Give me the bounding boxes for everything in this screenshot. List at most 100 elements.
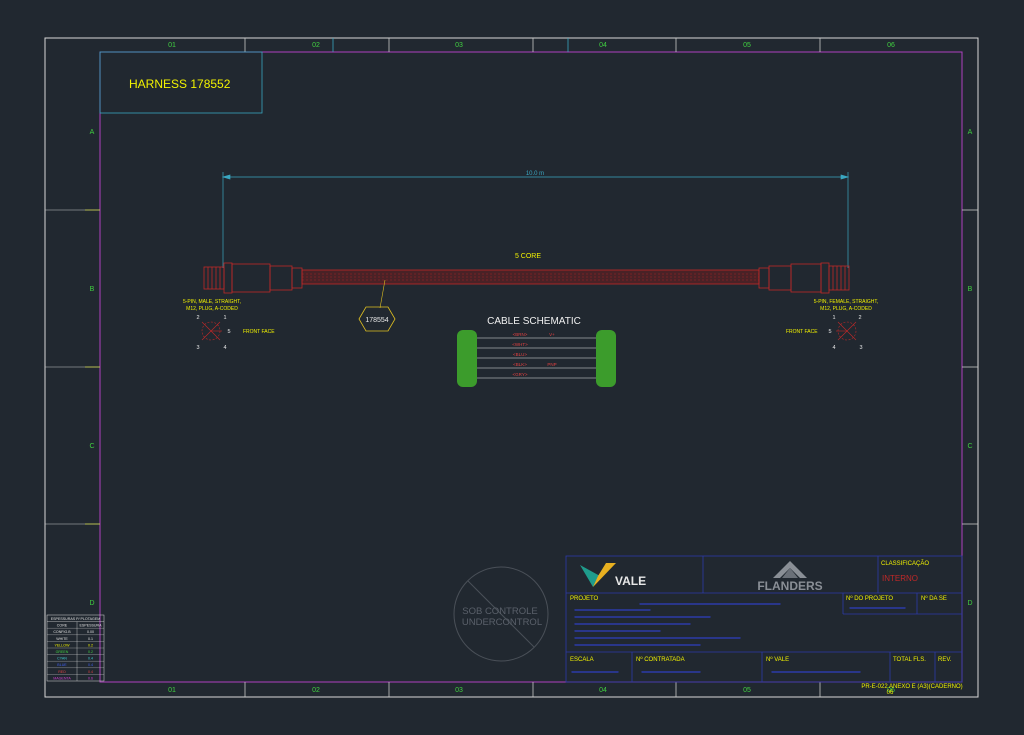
wire-color-label: <BRN> — [513, 332, 528, 337]
harness-title: HARNESS 178552 — [129, 77, 231, 91]
grid-col-label-bottom: 01 — [168, 687, 176, 694]
n-projeto-label: Nº DO PROJETO — [846, 595, 893, 602]
grid-col-label-top: 02 — [312, 42, 320, 49]
left-connector-spec: M12, PLUG, A-CODED — [186, 306, 238, 312]
pen-table-cell: 0.4 — [88, 657, 93, 661]
rev-label: REV. — [938, 657, 952, 663]
pen-table-cell: RED — [58, 670, 66, 674]
pen-table-cell: 0.2 — [88, 643, 93, 647]
pen-table-cell: 0.00 — [87, 630, 94, 634]
harness-title-box — [99, 51, 263, 114]
flanders-logo-icon — [773, 561, 807, 578]
pen-table-cell: WHITE — [56, 637, 68, 641]
left-front-face-label: FRONT FACE — [243, 329, 275, 335]
right-connector-spec: M12, PLUG, A-CODED — [820, 306, 872, 312]
pen-table-cell: CONFIG.B — [53, 630, 71, 634]
pen-thickness-table: ESPESSURAS P/ PLOTAGEM CORE ESPESSURA CONFI… — [46, 614, 105, 682]
title-block — [565, 555, 963, 683]
pen-table-cell: GREEN — [56, 650, 69, 654]
right-front-face-drawing — [836, 321, 857, 341]
n-contratada-label: Nº CONTRATADA — [636, 656, 685, 663]
pen-table-cell: 0.2 — [88, 650, 93, 654]
classificacao-label: CLASSIFICAÇÃO — [881, 560, 929, 567]
grid-col-label-top: 03 — [455, 42, 463, 49]
grid-col-label-bottom: 02 — [312, 687, 320, 694]
pen-table-cell: CYAN — [57, 657, 67, 661]
wire-signal-label: V+ — [549, 332, 555, 337]
schematic-left-connector — [457, 330, 477, 387]
pen-table-header: CORE — [57, 624, 68, 628]
control-stamp — [453, 566, 549, 662]
right-front-face-label: FRONT FACE — [786, 329, 818, 335]
classificacao-value: INTERNO — [882, 574, 918, 583]
grid-col-label-top: 06 — [887, 42, 895, 49]
n-vale-label: Nº VALE — [766, 656, 789, 663]
right-pin-label: 2 — [858, 315, 861, 321]
grid-col-label-bottom: 06 — [887, 687, 895, 694]
wire-signal-label: PNP — [547, 362, 556, 367]
right-pin-label: 1 — [832, 315, 835, 321]
client-logo-text: VALE — [615, 574, 646, 588]
left-front-face-drawing — [201, 321, 222, 341]
left-pin-label: 3 — [196, 345, 199, 351]
pen-table-header: ESPESSURA — [80, 624, 103, 628]
core-count-label: 5 CORE — [515, 253, 541, 260]
grid-row-label-left: B — [90, 286, 95, 293]
wire-color-label: <BLU> — [513, 352, 527, 357]
pen-table-cell: 0.4 — [88, 663, 93, 667]
grid-col-label-top: 04 — [599, 42, 607, 49]
left-connector-spec: 5-PIN, MALE, STRAIGHT, — [183, 299, 241, 305]
schematic-right-connector — [596, 330, 616, 387]
grid-col-label-bottom: 03 — [455, 687, 463, 694]
pen-table-cell: 0.4 — [88, 670, 93, 674]
total-fls-label: TOTAL FLS. — [893, 657, 926, 663]
wire-color-label: <BLK> — [513, 362, 527, 367]
wire-color-label: <WHT> — [512, 342, 528, 347]
cable-tag-hexagon — [358, 306, 396, 332]
left-pin-label: 2 — [196, 315, 199, 321]
stamp-line2: UNDERCONTROL — [462, 617, 542, 628]
grid-row-label-right: C — [967, 443, 972, 450]
grid-col-label-bottom: 04 — [599, 687, 607, 694]
left-pin-label: 1 — [223, 315, 226, 321]
grid-row-label-right: A — [968, 129, 973, 136]
cable-tag-label: 178554 — [365, 317, 388, 324]
pen-table-title: ESPESSURAS P/ PLOTAGEM — [51, 617, 100, 621]
contractor-logo-text: FLANDERS — [757, 579, 822, 593]
right-connector-spec: 5-PIN, FEMALE, STRAIGHT, — [814, 299, 878, 305]
cable-length-label: 10.0 m — [526, 171, 544, 177]
grid-row-label-left: C — [89, 443, 94, 450]
right-connector-drawing — [758, 262, 850, 294]
left-connector-drawing — [203, 262, 303, 294]
cable-length-dimension — [221, 172, 850, 268]
grid-col-label-bottom: 05 — [743, 687, 751, 694]
cable-tag-leader — [379, 279, 386, 309]
form-ref-line2: 06 — [887, 690, 894, 696]
schematic-wires: <BRN> V+ <WHT> <BLU> <BLK> PNP <GRY> — [477, 332, 596, 379]
right-pin-label: 4 — [832, 345, 835, 351]
wire-color-label: <GRY> — [513, 372, 528, 377]
cable-drawing — [301, 269, 760, 285]
left-pin-label: 4 — [223, 345, 226, 351]
pen-table-cell: 0.1 — [88, 637, 93, 641]
outer-frame — [44, 37, 979, 698]
title-block-fill-lines — [571, 603, 906, 673]
pen-table-cell: 0.6 — [88, 676, 93, 680]
grid-row-label-left: D — [89, 600, 94, 607]
right-pin-label: 5 — [828, 329, 831, 335]
stamp-line1: SOB CONTROLE — [462, 606, 538, 617]
right-pin-label: 3 — [859, 345, 862, 351]
grid-col-label-top: 01 — [168, 42, 176, 49]
pen-table-cell: BLUE — [57, 663, 67, 667]
grid-row-label-right: D — [967, 600, 972, 607]
grid-col-label-top: 05 — [743, 42, 751, 49]
inner-frame — [99, 51, 963, 683]
n-se-label: Nº DA SE — [921, 595, 947, 602]
schematic-title: CABLE SCHEMATIC — [487, 316, 581, 327]
projeto-label: PROJETO — [570, 596, 599, 602]
pen-table-cell: MAGENTA — [53, 676, 71, 680]
grid-row-label-right: B — [968, 286, 973, 293]
vale-logo-icon — [580, 563, 616, 587]
pen-table-cell: YELLOW — [55, 643, 71, 647]
